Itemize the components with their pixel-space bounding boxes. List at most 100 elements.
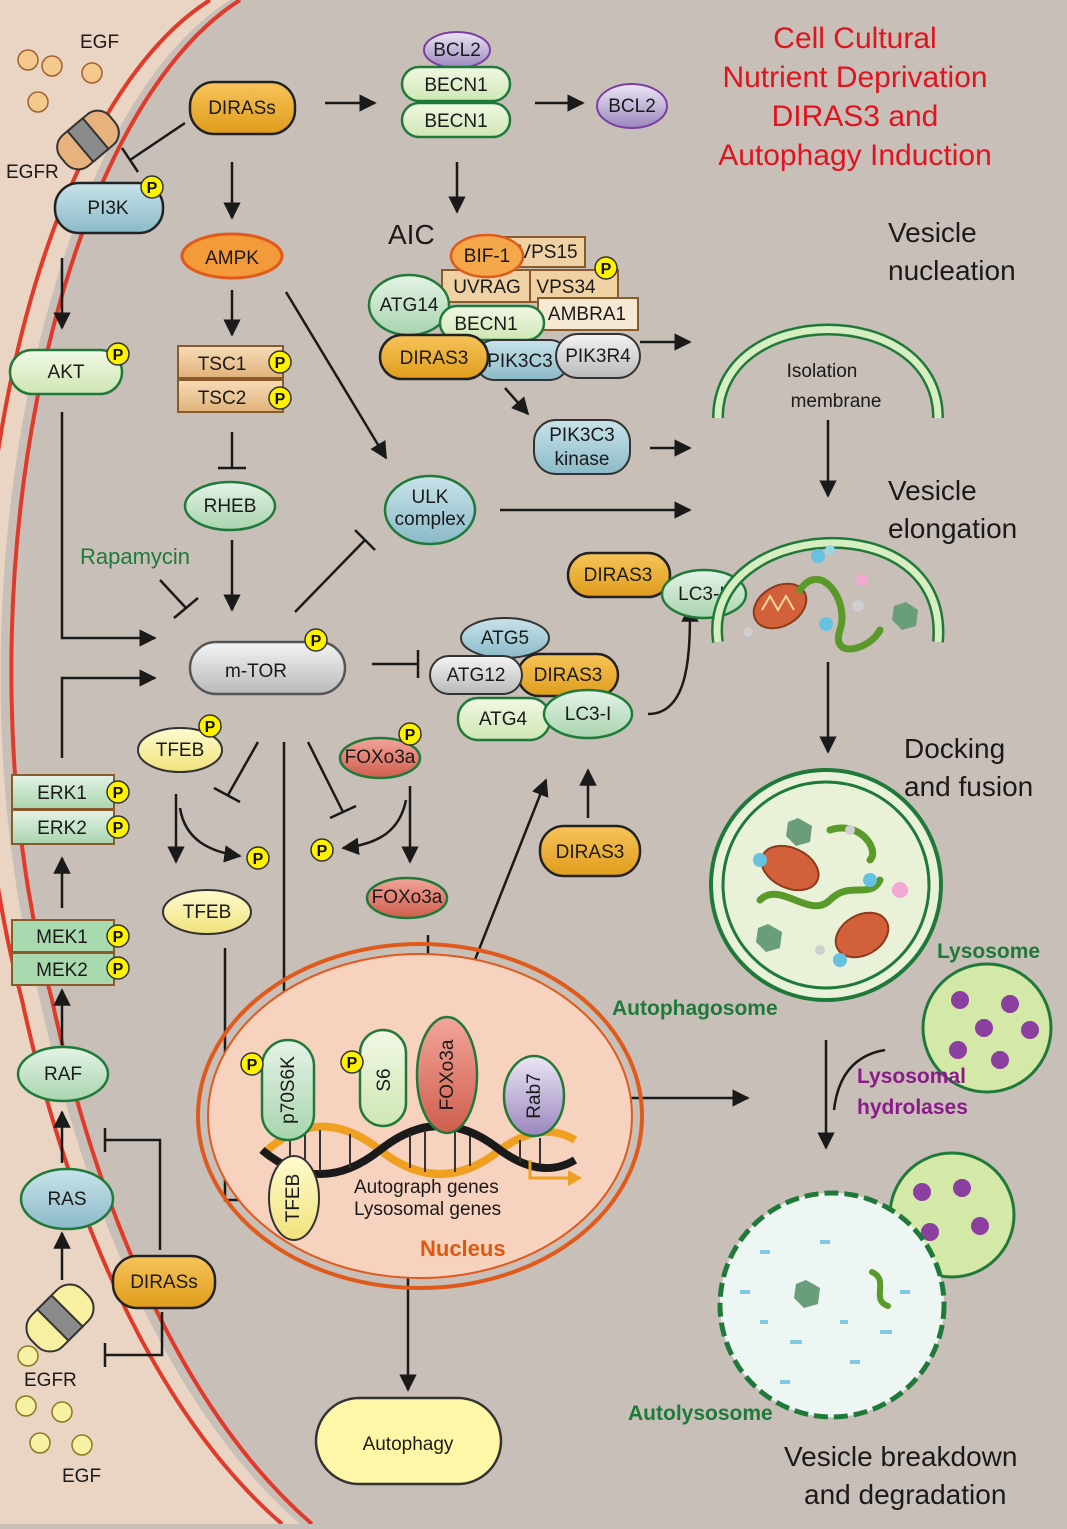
diras3-mid-node: DIRAS3 xyxy=(538,824,642,878)
atg5-label: ATG5 xyxy=(481,628,529,649)
svg-text:S6: S6 xyxy=(374,1068,395,1091)
foxo3a-node: FOXo3a xyxy=(365,876,449,920)
phospho-p70s6k: P xyxy=(240,1052,264,1076)
svg-text:RAS: RAS xyxy=(47,1189,86,1210)
svg-text:TFEB: TFEB xyxy=(183,902,232,923)
svg-text:ULK: ULK xyxy=(412,487,449,508)
pik3c3-kinase-node: PIK3C3 kinase xyxy=(533,419,631,475)
akt-node: AKT xyxy=(8,348,124,396)
pik3r4-label: PIK3R4 xyxy=(565,346,631,367)
svg-text:P: P xyxy=(113,785,124,802)
svg-text:P: P xyxy=(113,961,124,978)
tsc1-label: TSC1 xyxy=(198,354,247,375)
svg-text:p70S6K: p70S6K xyxy=(278,1056,299,1124)
svg-text:P: P xyxy=(275,355,286,372)
foxo3a-phospho-node: FOXo3a xyxy=(338,736,422,780)
phospho-mtor: P xyxy=(304,628,328,652)
svg-text:Vesicle: Vesicle xyxy=(888,475,977,506)
vps34-label: VPS34 xyxy=(536,277,596,298)
elongating-phagophore xyxy=(711,536,945,653)
svg-text:DIRAS3: DIRAS3 xyxy=(556,842,625,863)
mtor-node: m-TOR xyxy=(188,640,347,696)
svg-text:Nutrient Deprivation: Nutrient Deprivation xyxy=(722,61,987,94)
stage-docking: Docking and fusion xyxy=(904,733,1033,802)
lc3i-label: LC3-I xyxy=(565,704,611,725)
svg-text:RAF: RAF xyxy=(44,1064,82,1085)
stage-nucleation: Vesicle nucleation xyxy=(888,217,1016,286)
svg-text:TFEB: TFEB xyxy=(283,1174,304,1223)
phospho-mek1: P xyxy=(106,924,130,948)
egfr-top-label: EGFR xyxy=(6,162,59,183)
svg-text:DIRAS3: DIRAS3 xyxy=(584,565,653,586)
ras-node: RAS xyxy=(19,1167,115,1231)
atg14-label: ATG14 xyxy=(380,295,439,316)
phospho-erk2: P xyxy=(106,815,130,839)
svg-text:Isolation: Isolation xyxy=(787,361,858,382)
svg-text:BCL2: BCL2 xyxy=(608,96,656,117)
ampk-node: AMPK xyxy=(180,232,284,280)
aic-complex: VPS15 UVRAG VPS34 AMBRA1 BIF-1 ATG14 BEC… xyxy=(367,233,641,381)
cell-membrane-outer xyxy=(0,0,284,1526)
autophagosome-shape xyxy=(709,768,943,1002)
svg-text:P: P xyxy=(147,180,158,197)
becn1-c-label: BECN1 xyxy=(454,314,517,335)
diras3-lc3-node: DIRAS3 xyxy=(566,551,672,599)
dirass-bottom-node: DIRASs xyxy=(111,1254,217,1310)
egf-bottom-ligands xyxy=(15,1345,93,1456)
svg-text:AMPK: AMPK xyxy=(205,248,259,269)
bcl2-a-label: BCL2 xyxy=(433,40,481,61)
svg-text:P: P xyxy=(317,843,328,860)
svg-text:P: P xyxy=(275,391,286,408)
phospho-tsc1: P xyxy=(268,350,292,374)
egfr-bottom-receptor xyxy=(25,1283,95,1353)
svg-text:Autophagy Induction: Autophagy Induction xyxy=(718,139,992,172)
mek1-label: MEK1 xyxy=(36,927,88,948)
stage-breakdown: Vesicle breakdown and degradation xyxy=(784,1441,1017,1510)
phospho-erk1: P xyxy=(106,780,130,804)
p70s6k-node: p70S6K xyxy=(260,1038,316,1142)
phospho-foxo3a: P xyxy=(398,722,422,746)
diras3-atg-label: DIRAS3 xyxy=(534,665,603,686)
svg-text:P: P xyxy=(247,1057,258,1074)
phospho-s6: P xyxy=(340,1050,364,1074)
mek-complex: MEK1 MEK2 xyxy=(11,919,115,986)
phospho-tsc2: P xyxy=(268,386,292,410)
erk2-label: ERK2 xyxy=(37,818,87,839)
rab7-node: Rab7 xyxy=(502,1054,566,1138)
phospho-tfeb: P xyxy=(198,714,222,738)
svg-text:and fusion: and fusion xyxy=(904,771,1033,802)
svg-text:Rab7: Rab7 xyxy=(524,1073,545,1118)
svg-text:DIRAS3 and: DIRAS3 and xyxy=(772,100,939,133)
svg-text:P: P xyxy=(347,1055,358,1072)
egf-top-label: EGF xyxy=(80,32,119,53)
egf-top-ligands xyxy=(17,49,103,113)
cell-membrane-inner xyxy=(9,0,314,1526)
hydrolases-label-1: Lysosomal xyxy=(857,1065,966,1088)
svg-text:FOXo3a: FOXo3a xyxy=(345,747,416,768)
tfeb-phospho-node: TFEB xyxy=(137,727,223,773)
svg-text:kinase: kinase xyxy=(555,449,610,470)
dirass-top-node: DIRASs xyxy=(188,80,297,136)
rapamycin-label: Rapamycin xyxy=(80,544,190,569)
svg-text:PI3K: PI3K xyxy=(87,198,129,219)
svg-text:elongation: elongation xyxy=(888,513,1017,544)
egfr-bottom-label: EGFR xyxy=(24,1370,77,1391)
phospho-vps34: P xyxy=(594,256,618,280)
svg-text:and degradation: and degradation xyxy=(804,1479,1006,1510)
svg-text:TFEB: TFEB xyxy=(156,740,205,761)
uvrag-label: UVRAG xyxy=(453,277,521,298)
phospho-released-tfeb: P xyxy=(246,846,270,870)
tfeb-nuclear-node: TFEB xyxy=(268,1155,320,1241)
svg-text:P: P xyxy=(405,727,416,744)
foxo3a-nuclear-node: FOXo3a xyxy=(415,1015,479,1135)
svg-text:PIK3C3: PIK3C3 xyxy=(549,425,614,446)
stage-elongation: Vesicle elongation xyxy=(888,475,1017,544)
lysosome-shape xyxy=(921,962,1053,1094)
autophagy-node: Autophagy xyxy=(314,1396,503,1486)
svg-text:complex: complex xyxy=(395,509,466,530)
autolysosome-shape xyxy=(717,1151,1016,1420)
svg-text:P: P xyxy=(311,633,322,650)
svg-text:P: P xyxy=(601,261,612,278)
becn1-b-label: BECN1 xyxy=(424,111,487,132)
